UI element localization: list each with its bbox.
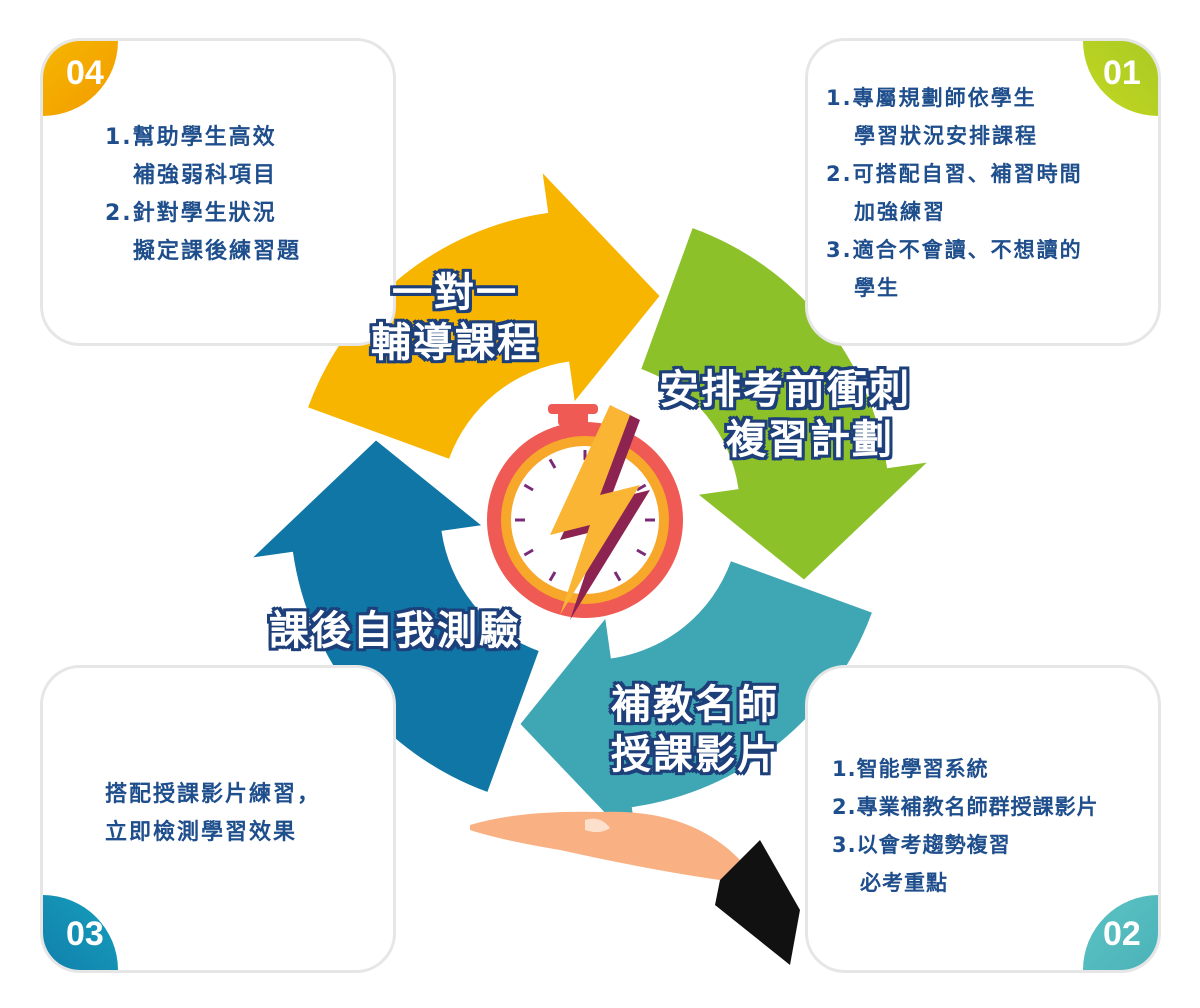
arrow-blue: [253, 440, 539, 792]
clock-tick: [548, 571, 557, 582]
arrow-green: [641, 228, 927, 580]
label-teacher-videos: 補教名師授課影片: [611, 682, 779, 778]
card-04-text: 1.幫助學生高效補強弱科項目 2.針對學生狀況擬定課後練習題: [105, 125, 302, 264]
badge-03: 03: [43, 895, 118, 970]
card-04: 04 1.幫助學生高效補強弱科項目 2.針對學生狀況擬定課後練習題: [40, 38, 396, 346]
stopwatch-icon: [487, 404, 683, 620]
label-self-test: 課後自我測驗: [269, 608, 521, 654]
card-03: 03 搭配授課影片練習，立即檢測學習效果: [40, 665, 396, 973]
badge-02: 02: [1083, 895, 1158, 970]
arrow-teal: [520, 561, 872, 847]
label-exam-sprint: 安排考前衝刺複習計劃: [659, 367, 911, 463]
badge-04: 04: [43, 41, 118, 116]
hand-illustration: [470, 811, 800, 965]
clock-tick: [613, 571, 622, 582]
card-01-text: 1.專屬規劃師依學生學習狀況安排課程 2.可搭配自習、補習時間加強練習 3.適合…: [826, 86, 1083, 300]
clock-tick: [523, 483, 534, 492]
card-03-text: 搭配授課影片練習，立即檢測學習效果: [105, 782, 322, 845]
clock-tick: [548, 458, 557, 469]
card-01: 01 1.專屬規劃師依學生學習狀況安排課程 2.可搭配自習、補習時間加強練習 3…: [805, 38, 1161, 346]
badge-01: 01: [1083, 41, 1158, 116]
clock-tick: [636, 548, 647, 557]
clock-tick: [523, 548, 534, 557]
clock-tick: [636, 483, 647, 492]
arrow-yellow: [308, 173, 660, 459]
label-one-on-one: 一對一輔導課程: [371, 270, 539, 366]
